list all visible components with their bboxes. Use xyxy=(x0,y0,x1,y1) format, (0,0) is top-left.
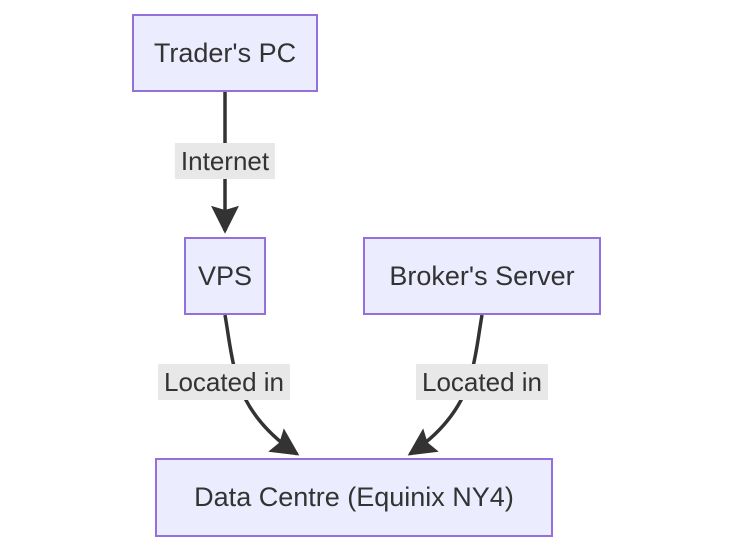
node-data-centre: Data Centre (Equinix NY4) xyxy=(155,458,553,537)
node-broker-server-label: Broker's Server xyxy=(389,260,575,291)
node-data-centre-label: Data Centre (Equinix NY4) xyxy=(194,482,514,512)
edge-label-located-in-vps: Located in xyxy=(158,364,290,400)
node-vps: VPS xyxy=(184,237,266,315)
node-broker-server: Broker's Server xyxy=(363,237,601,315)
edge-label-located-in-broker: Located in xyxy=(416,364,548,400)
node-trader-pc: Trader's PC xyxy=(132,14,318,92)
node-vps-label: VPS xyxy=(197,260,253,291)
node-trader-pc-label: Trader's PC xyxy=(153,37,297,68)
edge-label-internet: Internet xyxy=(174,143,276,179)
